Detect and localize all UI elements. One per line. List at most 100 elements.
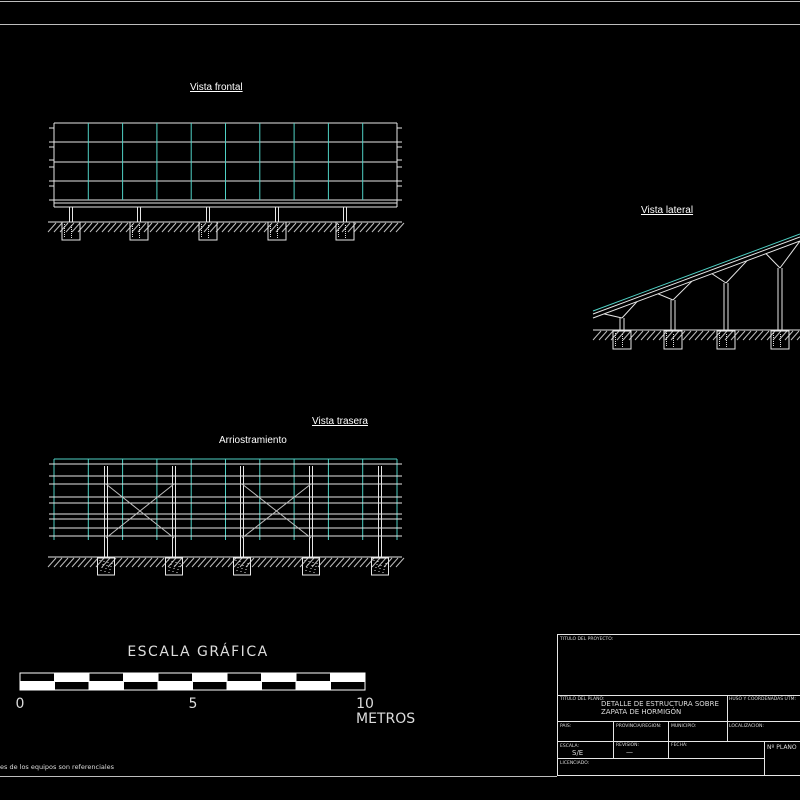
footing-aggregate: [277, 225, 278, 226]
footing-aggregate: [270, 236, 271, 237]
footing-aggregate: [170, 564, 172, 565]
footing-aggregate: [345, 237, 346, 238]
ground-hatch: [269, 557, 279, 568]
ground-hatch: [221, 222, 231, 233]
footing-aggregate: [773, 337, 774, 338]
province-label: PROVINCIA/REGION:: [616, 723, 661, 729]
ground-hatch: [275, 222, 285, 233]
footing-aggregate: [238, 564, 240, 565]
revision-value: —: [626, 748, 633, 756]
footing-aggregate: [780, 336, 781, 337]
footing-aggregate: [305, 570, 307, 571]
ground-hatch: [616, 330, 626, 341]
ground-hatch: [293, 557, 303, 568]
footing-aggregate: [208, 227, 209, 228]
footing-aggregate: [201, 226, 202, 227]
ground-hatch: [143, 557, 153, 568]
footing-aggregate: [277, 235, 278, 236]
concrete-footing: [335, 221, 355, 241]
ground-hatch: [371, 557, 381, 568]
ground-hatch: [167, 557, 177, 568]
concrete-footing: [302, 557, 320, 576]
ground-hatch: [341, 557, 351, 568]
ground-hatch: [95, 222, 105, 233]
footing-aggregate: [615, 337, 616, 338]
footing-aggregate: [673, 340, 674, 341]
footing-aggregate: [666, 345, 667, 346]
footing-aggregate: [622, 342, 623, 343]
footing-aggregate: [773, 339, 774, 340]
ground-hatch: [197, 557, 207, 568]
footing-aggregate: [375, 567, 377, 568]
footing-aggregate: [615, 333, 616, 334]
footing-aggregate: [719, 337, 720, 338]
footing-aggregate: [726, 346, 727, 347]
ground-hatch: [718, 330, 728, 341]
ground-hatch: [281, 557, 291, 568]
ground-hatch: [101, 222, 111, 233]
concrete-footing: [371, 557, 389, 576]
ground-hatch: [311, 222, 321, 233]
footing-outline: [302, 557, 320, 576]
footing-aggregate: [270, 234, 271, 235]
footing-aggregate: [726, 336, 727, 337]
footing-aggregate: [71, 235, 72, 236]
footing-aggregate: [381, 562, 383, 563]
footing-aggregate: [304, 560, 306, 561]
ground-hatch: [179, 557, 189, 568]
ground-hatch: [155, 557, 165, 568]
revision-label: REVISION:: [616, 742, 639, 748]
footing-aggregate: [673, 336, 674, 337]
ground-hatch: [323, 222, 333, 233]
ground-hatch: [71, 222, 81, 233]
footing-aggregate: [239, 561, 241, 562]
concrete-footing: [267, 221, 287, 241]
ground-hatch: [347, 222, 357, 233]
scale-value: S/E: [572, 749, 583, 757]
footing-aggregate: [139, 225, 140, 226]
footing-aggregate: [622, 346, 623, 347]
scale-unit: METROS: [356, 711, 415, 727]
scale-segment: [123, 681, 159, 691]
ground-hatch: [796, 335, 800, 341]
footing-aggregate: [102, 564, 104, 565]
footing-aggregate: [168, 570, 170, 571]
ground-hatch: [155, 222, 165, 233]
footing-aggregate: [139, 229, 140, 230]
footing-aggregate: [103, 561, 105, 562]
footing-aggregate: [338, 234, 339, 235]
ground-hatch: [742, 330, 752, 341]
footing-aggregate: [167, 560, 169, 561]
footing-aggregate: [71, 233, 72, 234]
footing-aggregate: [377, 561, 379, 562]
footing-aggregate: [201, 234, 202, 235]
scale-label: ESCALA:: [560, 743, 579, 749]
footing-aggregate: [780, 344, 781, 345]
ground-hatch: [706, 330, 716, 341]
footing-aggregate: [111, 563, 113, 564]
ground-hatch: [353, 222, 363, 233]
footing-aggregate: [622, 338, 623, 339]
footnote: es de los equipos son referenciales: [0, 763, 115, 771]
footing-aggregate: [132, 230, 133, 231]
footing-aggregate: [171, 561, 173, 562]
footing-aggregate: [201, 228, 202, 229]
ground-hatch: [119, 557, 129, 568]
footing-aggregate: [104, 571, 106, 572]
concrete-footing: [129, 221, 149, 241]
cross-brace: [105, 483, 175, 539]
ground-hatch: [389, 222, 399, 233]
footing-aggregate: [132, 226, 133, 227]
footing-aggregate: [173, 568, 175, 569]
ground-hatch: [700, 330, 710, 341]
footing-outline: [612, 330, 632, 350]
drawing-frame: [0, 1, 800, 777]
footing-aggregate: [64, 234, 65, 235]
footing-aggregate: [64, 232, 65, 233]
support-strut: [657, 293, 674, 301]
ground-hatch: [101, 557, 111, 568]
footing-outline: [371, 557, 389, 576]
concrete-footing: [612, 330, 632, 350]
support-strut: [621, 301, 638, 319]
footing-aggregate: [208, 231, 209, 232]
